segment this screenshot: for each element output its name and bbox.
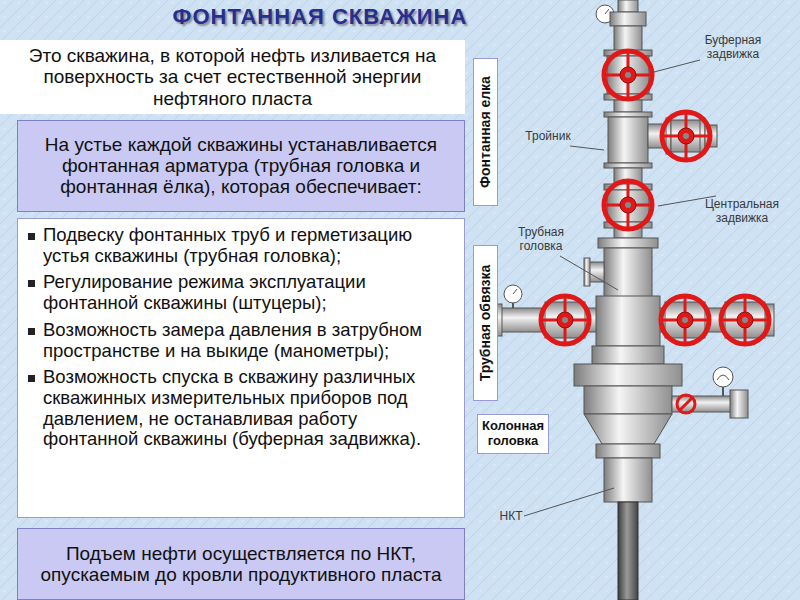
bullet-item: Возможность спуска в скважину различных … bbox=[28, 367, 454, 450]
leader-line bbox=[654, 60, 700, 72]
tubing-head bbox=[596, 296, 660, 346]
group-label: Трубная обвязка bbox=[478, 265, 494, 382]
box-text: Это скважина, в которой нефть изливается… bbox=[10, 45, 455, 109]
group-label: Фонтанная елка bbox=[478, 76, 494, 188]
part-label: Трубная головка bbox=[504, 226, 578, 254]
valve-handwheel bbox=[604, 181, 652, 229]
part-label: Буферная задвижка bbox=[690, 34, 776, 62]
tubing-head bbox=[512, 303, 514, 308]
casing-head bbox=[604, 458, 652, 502]
leader-line bbox=[560, 256, 618, 290]
bullet-item: Подвеску фонтанных труб и герметизацию у… bbox=[28, 225, 454, 266]
christmas-tree bbox=[618, 0, 638, 12]
casing-head bbox=[574, 346, 748, 502]
casing-head bbox=[596, 444, 660, 458]
group-label-box: Фонтанная елка bbox=[473, 58, 498, 206]
bullet-marker bbox=[28, 280, 35, 287]
tubing-nkt bbox=[618, 502, 638, 600]
casing-head bbox=[677, 395, 695, 413]
tubing-head bbox=[604, 248, 652, 298]
bullet-text: Регулирование режима эксплуатации фонтан… bbox=[43, 272, 454, 313]
box-text: На устье каждой скважины устанавливается… bbox=[28, 134, 454, 198]
christmas-tree bbox=[604, 112, 652, 117]
leader-line bbox=[570, 146, 604, 150]
casing-head bbox=[672, 396, 732, 412]
text-box: На устье каждой скважины устанавливается… bbox=[17, 120, 465, 212]
bullet-text: Возможность спуска в скважину различных … bbox=[43, 367, 454, 450]
bullet-item: Регулирование режима эксплуатации фонтан… bbox=[28, 272, 454, 313]
bullet-text: Подвеску фонтанных труб и герметизацию у… bbox=[43, 225, 454, 266]
text-box: Это скважина, в которой нефть изливается… bbox=[0, 40, 465, 114]
christmas-tree bbox=[596, 0, 717, 248]
part-label: Тройник bbox=[520, 130, 576, 144]
casing-head bbox=[713, 367, 733, 387]
casing-head bbox=[730, 390, 748, 418]
christmas-tree bbox=[610, 12, 646, 26]
text-box: Подвеску фонтанных труб и герметизацию у… bbox=[17, 218, 465, 518]
casing-head bbox=[722, 387, 724, 396]
slide-title: ФОНТАННАЯ СКВАЖИНА bbox=[0, 4, 640, 30]
valve-handwheel bbox=[721, 296, 769, 344]
valve-handwheel bbox=[541, 296, 589, 344]
tubing-nkt bbox=[618, 502, 638, 600]
bullet-marker bbox=[28, 375, 35, 382]
valve-handwheel bbox=[604, 51, 652, 99]
box-text: Колонная головка bbox=[482, 419, 544, 448]
text-box: Подъем нефти осуществляется по НКТ, опус… bbox=[17, 528, 465, 600]
casing-head bbox=[584, 414, 672, 444]
casing-head bbox=[584, 386, 672, 414]
part-label: НКТ bbox=[494, 510, 528, 524]
group-label-box: Трубная обвязка bbox=[473, 245, 498, 401]
bullet-marker bbox=[28, 233, 35, 240]
christmas-tree bbox=[608, 117, 648, 163]
tubing-head bbox=[494, 248, 774, 346]
leader-line bbox=[524, 488, 614, 516]
tubing-head bbox=[504, 285, 522, 303]
leader-line bbox=[524, 60, 716, 516]
box-text: Подъем нефти осуществляется по НКТ, опус… bbox=[28, 543, 454, 586]
valve-handwheel bbox=[661, 296, 709, 344]
bullet-marker bbox=[28, 328, 35, 335]
christmas-tree bbox=[604, 163, 652, 168]
christmas-tree bbox=[614, 26, 642, 52]
christmas-tree bbox=[605, 9, 609, 14]
casing-head bbox=[592, 346, 664, 364]
casing-head bbox=[574, 364, 682, 386]
casing-head bbox=[717, 375, 729, 380]
christmas-tree bbox=[598, 238, 658, 248]
bullet-text: Возможность замера давления в затрубном … bbox=[43, 320, 454, 361]
part-label: Центральная задвижка bbox=[690, 198, 794, 226]
bullet-item: Возможность замера давления в затрубном … bbox=[28, 320, 454, 361]
christmas-tree bbox=[614, 100, 642, 112]
text-box: Колонная головка bbox=[477, 414, 549, 454]
casing-head bbox=[680, 398, 692, 410]
tubing-head bbox=[513, 289, 517, 294]
valve-handwheel bbox=[662, 112, 710, 160]
